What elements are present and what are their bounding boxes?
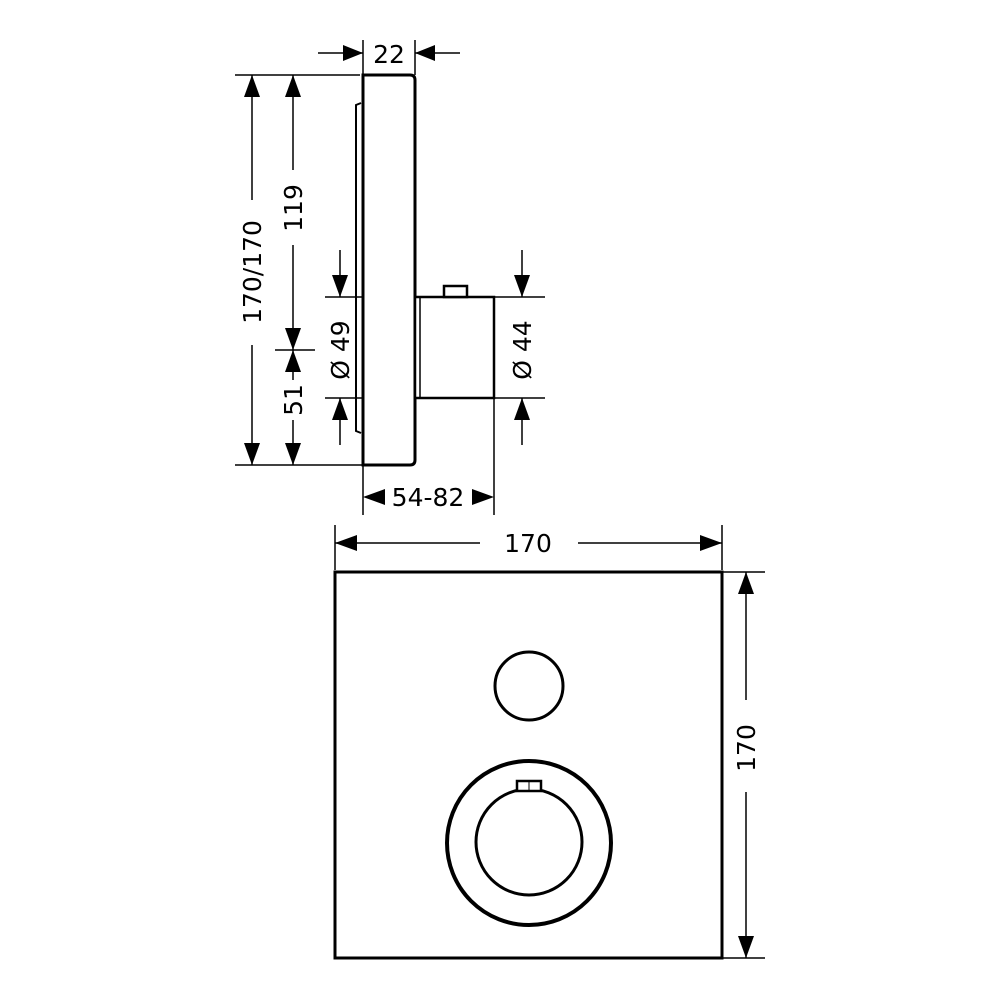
- dim-label: Ø 44: [508, 320, 537, 379]
- back-strip: [355, 102, 362, 434]
- valve-body: [413, 295, 496, 400]
- panel-side: [361, 73, 417, 467]
- dim-label: 119: [279, 184, 308, 232]
- panel-front: [333, 570, 724, 960]
- dim-panel-depth: 22: [318, 40, 460, 75]
- dim-label: 51: [279, 384, 308, 416]
- dim-label: 170: [732, 724, 761, 772]
- dim-rosette-diameter: Ø 49: [325, 250, 363, 445]
- button-circle: [493, 650, 565, 722]
- dim-total-height: 170/170: [238, 75, 267, 465]
- dim-lower-height: 51: [279, 350, 308, 465]
- dim-projection: 54-82: [362, 398, 495, 515]
- dim-label: Ø 49: [326, 320, 355, 379]
- dim-label: 54-82: [392, 483, 465, 512]
- side-view: 22 170/170 119 51: [235, 40, 545, 515]
- front-view: 170 170: [333, 525, 765, 960]
- dim-height: 170: [722, 571, 765, 959]
- dim-width: 170: [334, 525, 723, 570]
- thermostat-ring: [445, 759, 613, 927]
- dim-body-diameter: Ø 44: [494, 250, 545, 445]
- handle-tab: [442, 284, 469, 299]
- dim-label: 170/170: [238, 220, 267, 324]
- dim-upper-height: 119: [279, 75, 308, 350]
- dim-label: 22: [373, 40, 405, 69]
- dim-label: 170: [504, 529, 552, 558]
